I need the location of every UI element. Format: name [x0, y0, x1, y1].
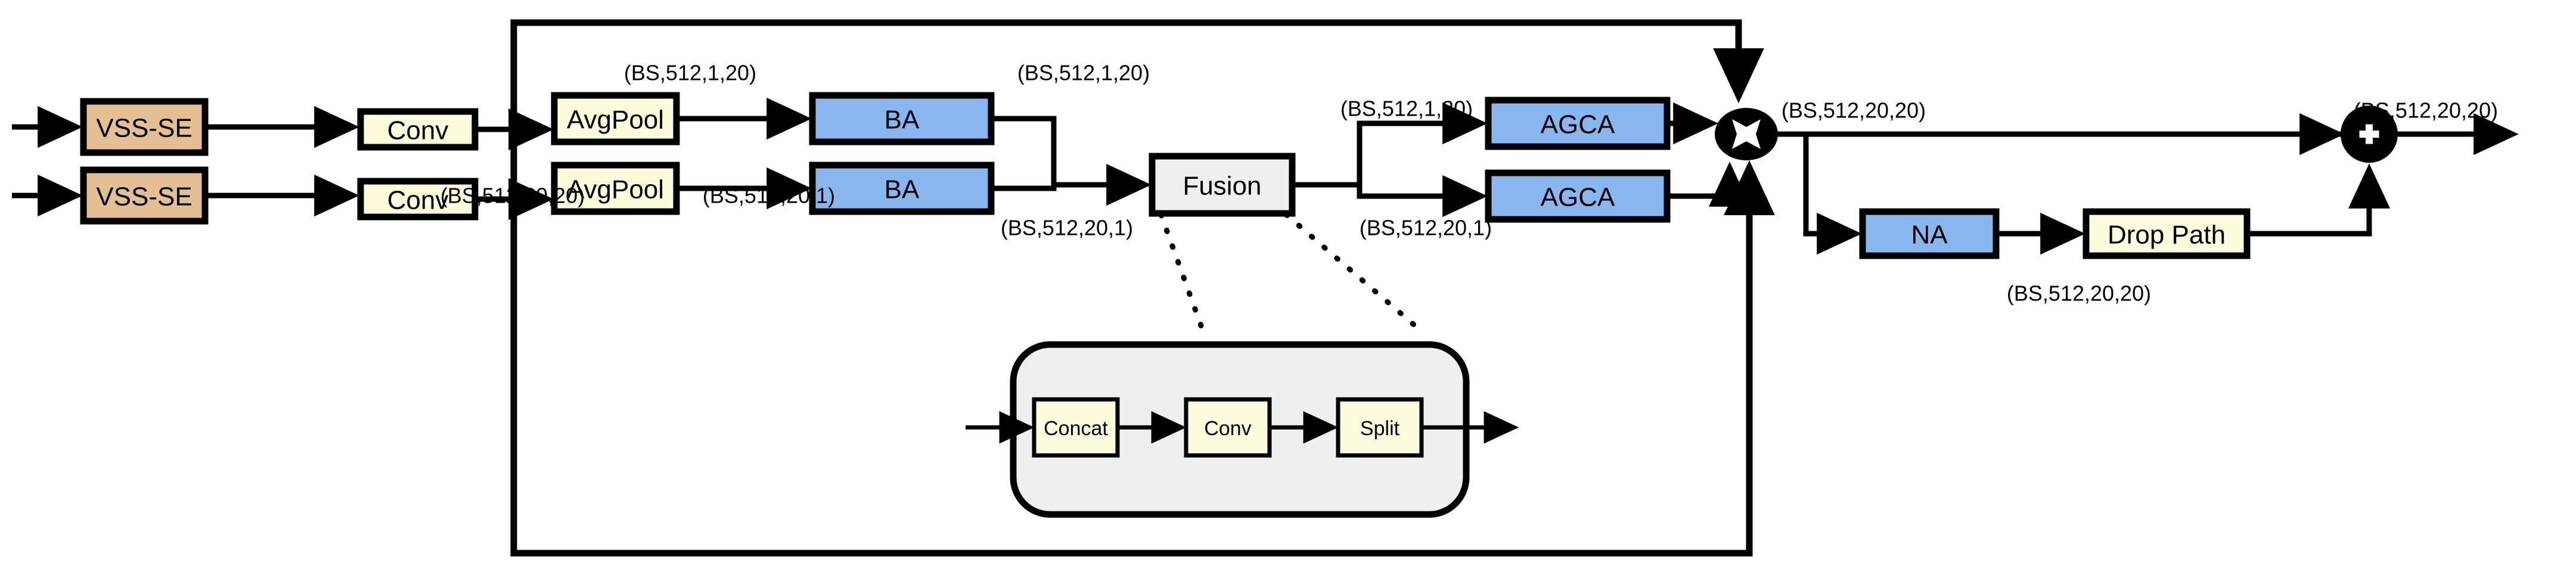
block-vss-se-top-label: VSS-SE — [96, 114, 192, 143]
block-split-shape — [1336, 397, 1424, 458]
droppath-to-add — [2247, 163, 2391, 237]
multiply-node — [1715, 108, 1778, 160]
block-drop-path[interactable]: Drop Path — [2082, 208, 2251, 259]
block-ba-bottom-label: BA — [884, 175, 920, 204]
multiply-glyph — [1732, 119, 1761, 149]
plus-glyph-v — [2366, 124, 2373, 144]
tensor-label-t-avgpool-top-out: (BS,512,1,20) — [624, 61, 756, 85]
tensor-label-t-conv-bottom-out: (BS,512,20,20) — [440, 184, 585, 208]
block-ba-bottom[interactable]: BA — [809, 162, 995, 215]
tensor-label-t-ba-top-out: (BS,512,1,20) — [1017, 61, 1150, 85]
tensor-label-t-agca-top-in: (BS,512,1,20) — [1340, 97, 1473, 121]
block-ba-top-shape — [809, 92, 995, 145]
block-na-shape — [1859, 208, 2000, 259]
block-avgpool-top-label: AvgPool — [567, 106, 664, 135]
block-fusion-shape — [1149, 153, 1296, 217]
block-split-label: Split — [1360, 417, 1400, 440]
block-drop-path-label: Drop Path — [2108, 221, 2226, 250]
block-concat-label: Concat — [1044, 417, 1108, 440]
block-na[interactable]: NA — [1859, 208, 2000, 259]
tensor-label-t-ba-bot-out: (BS,512,20,1) — [1001, 216, 1133, 240]
block-conv-label: Conv — [1204, 417, 1251, 440]
block-vss-se-bottom-label: VSS-SE — [96, 182, 192, 212]
block-conv-shape — [1184, 397, 1272, 458]
block-avgpool-bottom-label: AvgPool — [567, 175, 664, 204]
block-avgpool-bottom-shape — [551, 162, 680, 215]
merge-ba-bottom — [991, 185, 1057, 191]
block-avgpool-top[interactable]: AvgPool — [551, 92, 680, 145]
block-conv-bottom[interactable]: Conv — [357, 178, 479, 221]
block-vss-se-top[interactable]: VSS-SE — [80, 98, 209, 156]
block-conv-top[interactable]: Conv — [357, 108, 479, 151]
block-conv-top-label: Conv — [387, 116, 449, 145]
block-concat[interactable]: Concat — [1032, 397, 1120, 458]
block-agca-top[interactable]: AGCA — [1485, 97, 1671, 150]
label-layer: (BS,512,1,20) (BS,512,1,20) (BS,512,20,20)… — [440, 61, 2498, 306]
block-conv-bottom-label: Conv — [387, 186, 449, 215]
leader-right — [1283, 212, 1427, 337]
block-avgpool-top-shape — [551, 92, 680, 145]
block-vss-se-bottom-shape — [80, 166, 209, 225]
connector-layer — [12, 19, 2519, 557]
block-agca-bottom-label: AGCA — [1541, 183, 1615, 212]
block-vss-se-top-shape — [80, 98, 209, 156]
tensor-label-t-avgpool-bot-out: (BS,512,20,1) — [703, 184, 835, 208]
operator-layer — [1715, 106, 2398, 163]
block-agca-bottom-shape — [1485, 169, 1671, 223]
block-agca-bottom[interactable]: AGCA — [1485, 169, 1671, 223]
block-avgpool-bottom[interactable]: AvgPool — [551, 162, 680, 215]
arrow-fusion-to-agca-bottom — [1357, 175, 1488, 218]
block-ba-top-label: BA — [884, 106, 920, 135]
fusion-detail-group — [966, 212, 1519, 518]
arrow-agca-bottom-to-mul — [1667, 162, 1751, 207]
block-vss-se-bottom[interactable]: VSS-SE — [80, 166, 209, 225]
tensor-label-t-droppath-out: (BS,512,20,20) — [2007, 281, 2151, 306]
block-na-label: NA — [1911, 221, 1948, 250]
block-ba-top[interactable]: BA — [809, 92, 995, 145]
block-drop-path-shape — [2082, 208, 2251, 259]
block-agca-top-label: AGCA — [1541, 110, 1615, 139]
residual-rail-top — [510, 19, 1764, 134]
block-ba-bottom-shape — [809, 162, 995, 215]
block-agca-top-shape — [1485, 97, 1671, 150]
mul-out-branch-down — [1803, 134, 1862, 255]
block-conv-bottom-shape — [357, 178, 479, 221]
add-node — [2341, 106, 2398, 163]
block-conv[interactable]: Conv — [1184, 397, 1272, 458]
merge-ba-top — [991, 116, 1057, 185]
residual-rail-bottom — [510, 134, 1775, 557]
tensor-label-t-fusion-out-bot: (BS,512,20,1) — [1360, 216, 1492, 240]
block-concat-shape — [1032, 397, 1120, 458]
tensor-label-t-mul-out: (BS,512,20,20) — [1782, 98, 1926, 123]
block-split[interactable]: Split — [1336, 397, 1424, 458]
block-conv-top-shape — [357, 108, 479, 151]
block-fusion[interactable]: Fusion — [1149, 153, 1296, 217]
arrow-fusion-to-agca-top — [1357, 102, 1488, 185]
leader-left — [1158, 212, 1207, 337]
block-fusion-label: Fusion — [1183, 172, 1261, 201]
